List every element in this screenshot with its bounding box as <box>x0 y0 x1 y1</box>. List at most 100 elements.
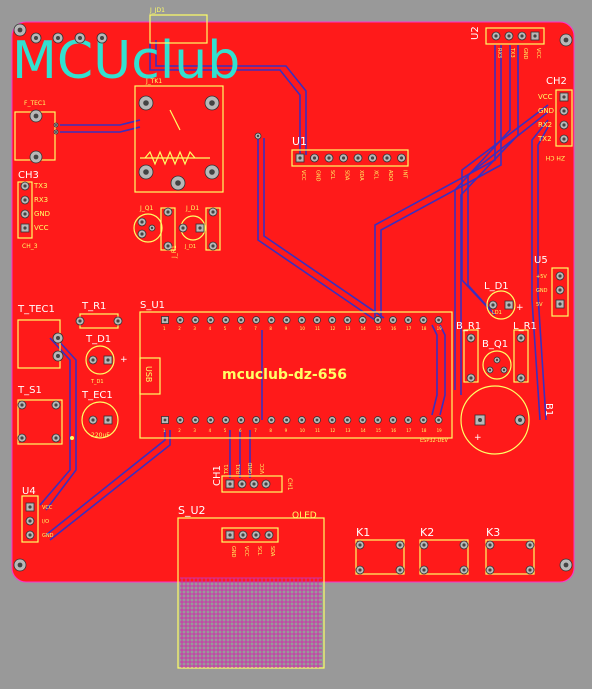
pad-hole <box>178 418 182 422</box>
svg-text:+: + <box>516 303 524 313</box>
pad-hole <box>54 403 58 407</box>
j-d1-label: J_D1 <box>185 205 199 212</box>
pad-hole <box>562 137 566 141</box>
pad-hole <box>562 95 566 99</box>
t-d1-label: T_D1 <box>85 334 111 345</box>
l-d1-label: L_D1 <box>484 281 509 292</box>
pad-hole <box>17 562 23 568</box>
svg-text:+: + <box>120 355 128 365</box>
pad-hole <box>106 418 110 422</box>
pin-label: 18 <box>421 428 427 433</box>
pad-hole <box>166 210 170 214</box>
pad-hole <box>563 37 569 43</box>
pin-label: 9 <box>285 326 288 331</box>
pad-hole <box>520 34 524 38</box>
pin-label: 17 <box>406 326 412 331</box>
u1-label: U1 <box>292 135 307 148</box>
pad-hole <box>224 418 228 422</box>
pin-label: 3 <box>193 326 196 331</box>
pin-label: INT <box>402 170 408 179</box>
oled-screen-area <box>180 577 322 668</box>
pad-hole <box>23 226 27 230</box>
pad-hole <box>507 34 511 38</box>
pad-hole <box>254 318 258 322</box>
u2-label: U2 <box>470 26 481 40</box>
pin-label: 13 <box>345 428 351 433</box>
pin-label: 19 <box>437 428 443 433</box>
pin-label: RX2 <box>538 121 552 129</box>
pad-hole <box>462 543 466 547</box>
oled-label: OLED <box>292 511 317 521</box>
pad-hole <box>256 134 260 138</box>
polarity-marks: + + + <box>70 303 524 443</box>
pad-hole <box>370 156 375 160</box>
ch3-label: CH3 <box>18 170 39 181</box>
u5-label: U5 <box>534 255 548 266</box>
pad-hole <box>488 368 492 372</box>
pad-hole <box>23 198 27 202</box>
pad-hole <box>140 232 144 236</box>
pad-hole <box>519 376 523 380</box>
pad-hole <box>346 418 349 422</box>
pad-hole <box>20 403 24 407</box>
pad-hole <box>34 36 38 40</box>
pad-hole <box>437 318 440 322</box>
pin-label: TX3 <box>509 47 515 58</box>
k3-label: K3 <box>486 526 500 539</box>
b-q1-label: B_Q1 <box>482 339 508 350</box>
pad-hole <box>140 220 144 224</box>
pad-hole <box>330 418 334 422</box>
pin-label: 6 <box>239 428 242 433</box>
silkscreen-outlines <box>14 14 573 669</box>
s-u1-label: S_U1 <box>140 300 165 311</box>
pad-hole <box>562 109 566 113</box>
pad-hole <box>91 418 95 422</box>
pin-label: 11 <box>315 428 321 433</box>
mcuclub-logo: MCUclub <box>12 31 240 91</box>
pad-hole <box>469 336 473 340</box>
usb-label: USB <box>144 366 153 382</box>
pad-hole <box>361 418 364 422</box>
t-ec1-label: T_EC1 <box>81 390 113 401</box>
j-q1-label: J_Q1 <box>139 205 153 212</box>
pad-hole <box>315 418 319 422</box>
pad-hole <box>518 418 522 422</box>
pad-hole <box>376 318 380 322</box>
pad-hole <box>56 336 60 340</box>
pcb-pads <box>13 23 573 575</box>
pad-hole <box>358 543 362 547</box>
pin-label: VCC <box>260 463 266 474</box>
pcb-traces <box>39 40 549 541</box>
pad-hole <box>422 318 425 322</box>
t-s1-label: T_S1 <box>17 385 42 396</box>
pad-hole <box>28 519 32 523</box>
pin-label: 5 <box>224 326 227 331</box>
pad-hole <box>163 318 167 322</box>
pin-label: GND <box>538 107 554 115</box>
pin-label: 9 <box>285 428 288 433</box>
pad-hole <box>341 156 346 160</box>
pin-label: +5V <box>536 274 547 280</box>
pin-label: RX1 <box>236 464 242 474</box>
pin-label: 3 <box>193 428 196 433</box>
pin-label: 7 <box>254 428 257 433</box>
pad-hole <box>228 533 232 537</box>
pad-hole <box>239 318 243 322</box>
pad-hole <box>239 418 243 422</box>
pin-label: VCC <box>42 505 53 511</box>
pin-label: 11 <box>315 326 321 331</box>
pad-hole <box>143 100 149 106</box>
l-d1-value: LD1 <box>492 310 502 316</box>
pin-label: GND <box>536 288 548 294</box>
pin-label: SCL <box>329 170 335 180</box>
pad-hole <box>209 318 213 322</box>
pad-hole <box>28 505 32 509</box>
pad-hole <box>528 568 532 572</box>
pad-hole <box>211 210 215 214</box>
pad-hole <box>91 358 95 362</box>
pad-hole <box>562 123 566 127</box>
pin-label: 2 <box>178 326 181 331</box>
pad-hole <box>300 318 304 322</box>
pin-label: 17 <box>406 428 412 433</box>
